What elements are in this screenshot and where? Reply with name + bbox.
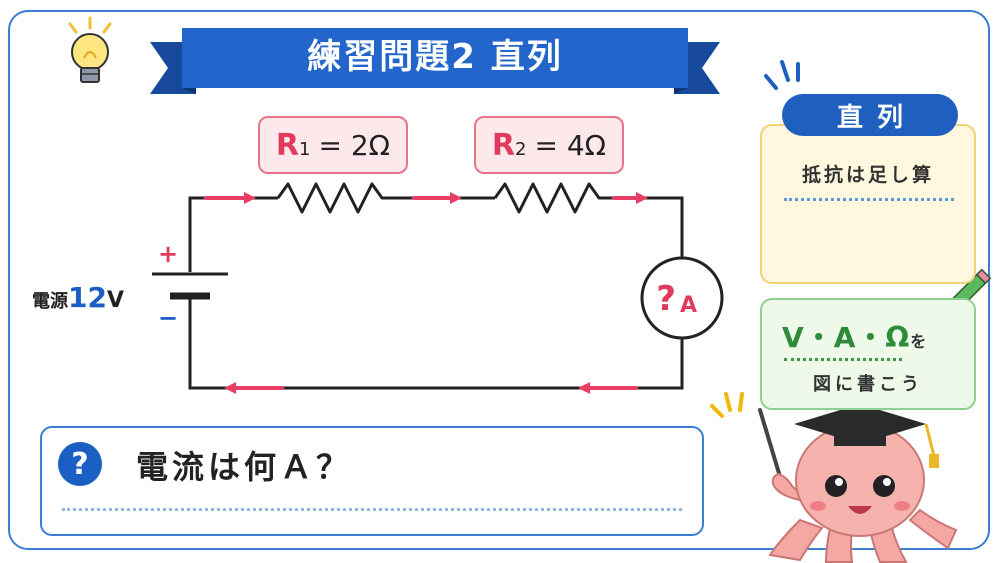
battery-symbol xyxy=(152,272,228,300)
hint-dot-2: ・ xyxy=(856,321,886,354)
hint-divider xyxy=(784,358,902,361)
hint-a: A xyxy=(833,321,857,354)
hint-units: V・A・Ωを xyxy=(782,316,927,356)
question-text: 電流は何Ａ？ xyxy=(136,448,353,486)
r2-symbol: R xyxy=(491,127,516,163)
resistor-r2 xyxy=(493,182,607,214)
side-title: 直列 xyxy=(782,94,958,136)
graduation-cap-icon xyxy=(794,404,939,468)
resistor-r1 xyxy=(276,182,390,214)
question-mark-icon: ? xyxy=(58,442,102,486)
r1-subscript: 1 xyxy=(299,138,311,160)
title-ribbon xyxy=(150,28,720,94)
battery-plus: + xyxy=(158,240,178,268)
r2-subscript: 2 xyxy=(515,138,527,160)
r2-label: R 2 = 4Ω xyxy=(474,116,624,174)
hint-v: V xyxy=(782,321,805,354)
power-source-label: 電源12V xyxy=(32,281,124,314)
question-box xyxy=(40,426,704,536)
current-arrows xyxy=(204,192,648,394)
ammeter xyxy=(640,256,724,340)
source-unit: V xyxy=(106,288,124,313)
ammeter-question: ? xyxy=(656,279,676,319)
answer-line xyxy=(62,508,682,511)
hint-dot-1: ・ xyxy=(804,321,834,354)
hint-omega: Ω xyxy=(885,321,911,354)
light-bulb-icon xyxy=(68,16,112,83)
spark-icon xyxy=(764,60,800,90)
source-prefix: 電源 xyxy=(32,291,68,312)
rule-text: 抵抗は足し算 xyxy=(801,164,934,186)
hint-wo: を xyxy=(910,332,928,351)
rule-card: 抵抗は足し算 xyxy=(760,124,976,284)
r1-symbol: R xyxy=(275,127,300,163)
battery-minus: − xyxy=(158,304,178,332)
rule-divider xyxy=(784,198,954,201)
circuit-wires xyxy=(188,196,684,390)
r1-value: = 2Ω xyxy=(318,128,391,162)
ammeter-unit: A xyxy=(680,293,697,318)
r2-value: = 4Ω xyxy=(534,128,607,162)
hint-text: 図に書こう xyxy=(813,374,923,395)
r1-label: R 1 = 2Ω xyxy=(258,116,408,174)
source-value: 12 xyxy=(68,281,107,314)
octopus-mascot xyxy=(710,392,958,563)
page-title: 練習問題2 直列 xyxy=(307,37,563,77)
hint-card: V・A・Ωを 図に書こう xyxy=(760,298,976,410)
